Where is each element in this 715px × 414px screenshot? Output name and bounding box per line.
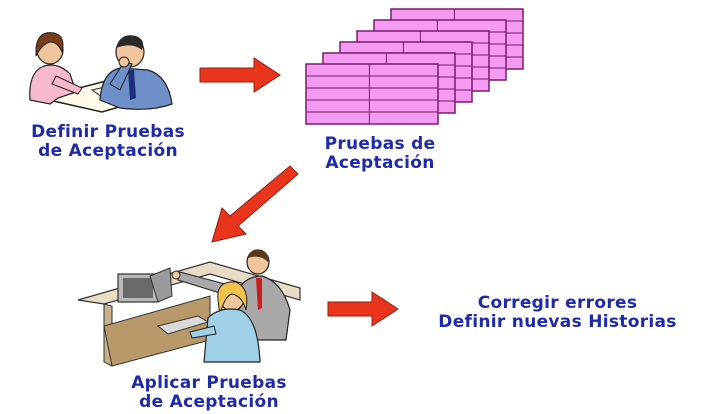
define-tests-label-line1: Definir Pruebas [31, 122, 185, 142]
stacked-test-cards-illustration [305, 8, 524, 125]
result-label-line1: Corregir errores [477, 293, 638, 313]
acceptance-tests-label-line2: Aceptación [325, 153, 435, 173]
acceptance-tests-label-line1: Pruebas de [324, 134, 436, 154]
people-at-computer-illustration [77, 249, 301, 367]
apply-tests-label-line2: de Aceptación [139, 392, 279, 412]
two-people-at-desk-illustration [29, 32, 173, 113]
define-tests-label-line2: de Aceptación [38, 141, 178, 161]
arrow-right-icon [327, 291, 399, 327]
result-label-line2: Definir nuevas Historias [438, 312, 677, 332]
arrow-right-icon [199, 57, 281, 93]
arrow-down-left-icon [211, 165, 299, 243]
apply-tests-label-line1: Aplicar Pruebas [131, 373, 287, 393]
acceptance-tests-label: Pruebas de Aceptación [290, 135, 470, 173]
apply-tests-label: Aplicar Pruebas de Aceptación [104, 374, 314, 412]
result-label: Corregir errores Definir nuevas Historia… [405, 294, 710, 332]
define-tests-label: Definir Pruebas de Aceptación [8, 123, 208, 161]
test-card [305, 63, 439, 125]
